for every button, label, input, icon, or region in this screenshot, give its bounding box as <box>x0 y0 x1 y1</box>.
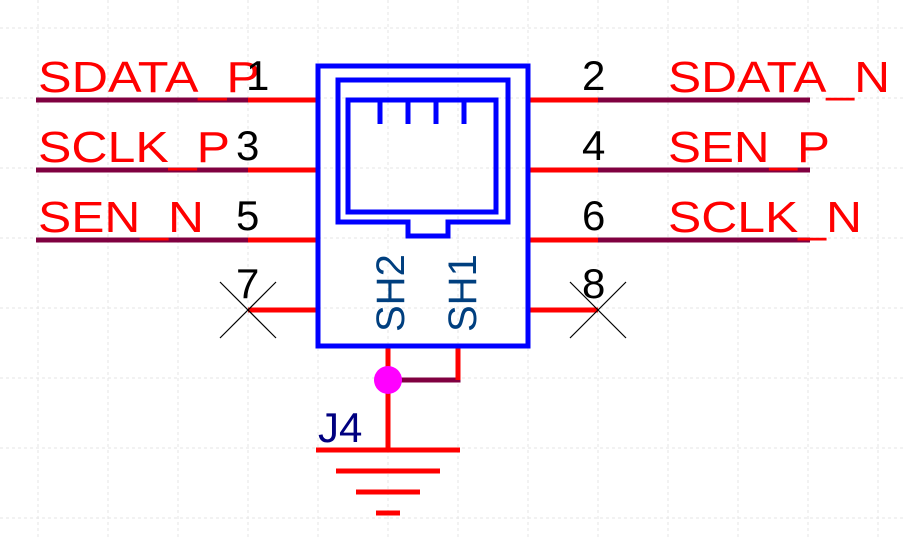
designator-label[interactable]: J4 <box>318 404 362 451</box>
pin-number-3: 3 <box>236 122 259 169</box>
ground-icon[interactable] <box>316 447 460 516</box>
pins <box>248 97 598 450</box>
connector-outline <box>315 63 531 349</box>
jack-outer-outline <box>335 77 511 239</box>
pin-number-8: 8 <box>582 260 605 307</box>
pin-number-2: 2 <box>582 52 605 99</box>
net-label-sclk-p[interactable]: SCLK_P <box>38 123 230 172</box>
net-wires <box>36 97 810 383</box>
connector-body[interactable] <box>315 63 531 349</box>
net-label-sdata-n[interactable]: SDATA_N <box>668 53 890 102</box>
net-label-sdata-p[interactable]: SDATA_P <box>38 53 260 102</box>
shield-label-sh1: SH1 <box>441 254 485 332</box>
net-label-sen-p[interactable]: SEN_P <box>668 123 830 172</box>
pin-number-1: 1 <box>246 52 269 99</box>
no-connect-markers <box>219 281 627 339</box>
net-label-sen-n[interactable]: SEN_N <box>38 193 204 242</box>
pin-number-6: 6 <box>582 192 605 239</box>
no-connect-pin-8-icon[interactable] <box>569 281 627 339</box>
no-connect-pin-7-icon[interactable] <box>219 281 277 339</box>
pin-number-4: 4 <box>582 122 605 169</box>
shield-label-sh2: SH2 <box>369 254 413 332</box>
pin-number-5: 5 <box>236 192 259 239</box>
jack-inner-outline <box>345 97 499 215</box>
pin-number-7: 7 <box>236 260 259 307</box>
junction-dot[interactable] <box>374 366 402 394</box>
net-label-sclk-n[interactable]: SCLK_N <box>668 193 862 242</box>
